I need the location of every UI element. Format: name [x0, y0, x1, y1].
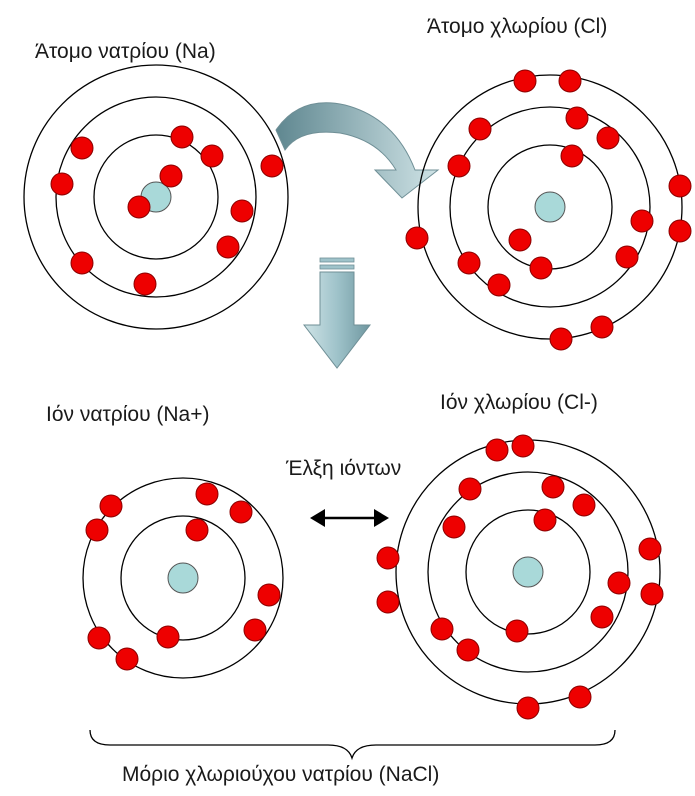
electron [71, 252, 93, 274]
electron [458, 252, 480, 274]
electron [566, 107, 588, 129]
electron [261, 155, 283, 177]
attraction-double-arrow [310, 509, 389, 527]
electron [616, 246, 638, 268]
electron [639, 538, 661, 560]
electron [641, 583, 663, 605]
electron [258, 584, 280, 606]
electron [550, 328, 572, 350]
chlorine-atom [406, 70, 691, 350]
electron [631, 210, 653, 232]
electron [100, 495, 122, 517]
electron [71, 137, 93, 159]
sodium-chloride-molecule-label: Μόριο χλωριούχου νατρίου (NaCl) [122, 763, 439, 786]
electron [591, 606, 613, 628]
electron [469, 118, 491, 140]
electron [51, 173, 73, 195]
reaction-down-arrow [304, 258, 370, 368]
electron [217, 236, 239, 258]
electron [608, 572, 630, 594]
electron [377, 547, 399, 569]
electron [573, 494, 595, 516]
electron [128, 196, 150, 218]
electron [459, 478, 481, 500]
electron [506, 620, 528, 642]
electron [171, 126, 193, 148]
electron [597, 127, 619, 149]
electron [116, 648, 138, 670]
electron [517, 697, 539, 719]
electron [186, 519, 208, 541]
electron [196, 483, 218, 505]
electron [86, 519, 108, 541]
electron [488, 274, 510, 296]
electron [559, 70, 581, 92]
electron [443, 516, 465, 538]
electron [406, 227, 428, 249]
electron [134, 273, 156, 295]
electron [542, 476, 564, 498]
electron [88, 627, 110, 649]
electron [160, 165, 182, 187]
electron [569, 686, 591, 708]
electron [431, 618, 453, 640]
chloride-ion-label: Ιόν χλωρίου (Cl-) [440, 391, 598, 414]
electron [591, 316, 613, 338]
electron [514, 70, 536, 92]
electron [377, 591, 399, 613]
electron [448, 155, 470, 177]
sodium-atom-label: Άτομο νατρίου (Na) [35, 40, 216, 63]
chloride-ion [377, 435, 663, 719]
sodium-ion-label: Ιόν νατρίου (Na+) [46, 403, 210, 426]
ion-attraction-label: Έλξη ιόντων [285, 457, 401, 480]
electron [157, 626, 179, 648]
electron [244, 619, 266, 641]
electron [669, 220, 691, 242]
electron [509, 229, 531, 251]
electron [230, 501, 252, 523]
electron [201, 145, 223, 167]
electron [486, 439, 508, 461]
molecule-brace [90, 730, 615, 758]
electron [669, 175, 691, 197]
nucleus [535, 192, 565, 222]
sodium-atom [24, 65, 288, 329]
electron [530, 257, 552, 279]
electron [457, 639, 479, 661]
electron [231, 200, 253, 222]
electron [534, 509, 556, 531]
nucleus [513, 557, 543, 587]
nucleus [168, 563, 198, 593]
electron-transfer-arrow [276, 103, 438, 198]
chlorine-atom-label: Άτομο χλωρίου (Cl) [427, 15, 607, 38]
sodium-ion [83, 478, 283, 678]
electron [561, 145, 583, 167]
electron [512, 435, 534, 457]
